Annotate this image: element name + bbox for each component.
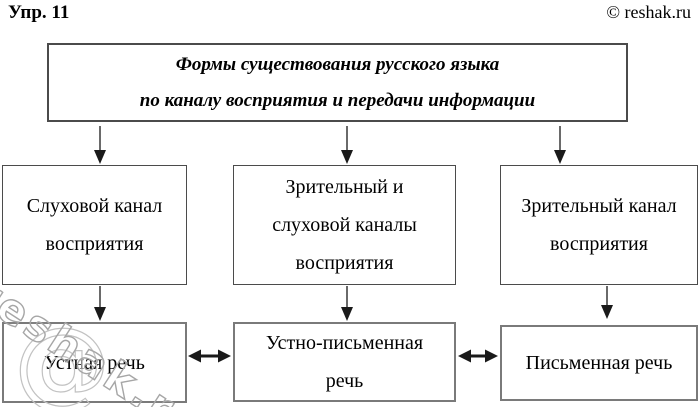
arrow-double-oral-oral-written: [188, 349, 231, 363]
arrow-down-visual-auditory-to-oral-written: [341, 286, 353, 321]
box-visual-line-2: восприятия: [550, 233, 648, 255]
title-line-1: Формы существования русского языка: [175, 53, 500, 75]
box-visual-line-1: Зрительный канал: [521, 195, 677, 217]
box-visual-auditory-line-1: Зрительный и: [285, 176, 404, 198]
arrow-down-title-to-auditory: [94, 126, 106, 164]
box-visual-auditory-line-3: восприятия: [295, 252, 394, 274]
arrow-down-title-to-visual: [554, 126, 566, 164]
box-visual-auditory-channel: Зрительный и слуховой каналы восприятия: [233, 165, 456, 285]
box-oral-written-speech: Устно-письменная речь: [233, 322, 456, 402]
box-auditory-line-2: восприятия: [45, 233, 144, 255]
box-auditory-line-1: Слуховой канал: [26, 195, 163, 217]
box-auditory-channel: Слуховой канал восприятия: [2, 165, 187, 285]
box-visual-channel: Зрительный канал восприятия: [500, 165, 698, 285]
box-oral-line-1: Устная речь: [44, 351, 145, 374]
box-oral-written-line-1: Устно-письменная: [265, 332, 424, 354]
box-visual-auditory-line-2: слуховой каналы: [272, 214, 417, 236]
arrow-down-auditory-to-oral: [94, 286, 106, 321]
box-written-speech: Письменная речь: [500, 325, 698, 401]
exercise-label: Упр. 11: [8, 2, 70, 23]
copyright-label: © reshak.ru: [606, 2, 691, 22]
box-written-line-1: Письменная речь: [525, 352, 673, 374]
arrow-down-visual-to-written: [601, 286, 613, 319]
box-oral-written-line-2: речь: [325, 370, 364, 392]
arrow-double-oral-written-written: [458, 349, 498, 363]
box-oral-speech: Устная речь: [2, 322, 187, 403]
title-box: Формы существования русского языка по ка…: [47, 43, 628, 122]
title-line-2: по каналу восприятия и передачи информац…: [139, 89, 536, 111]
arrow-down-title-to-visual-auditory: [341, 126, 353, 164]
